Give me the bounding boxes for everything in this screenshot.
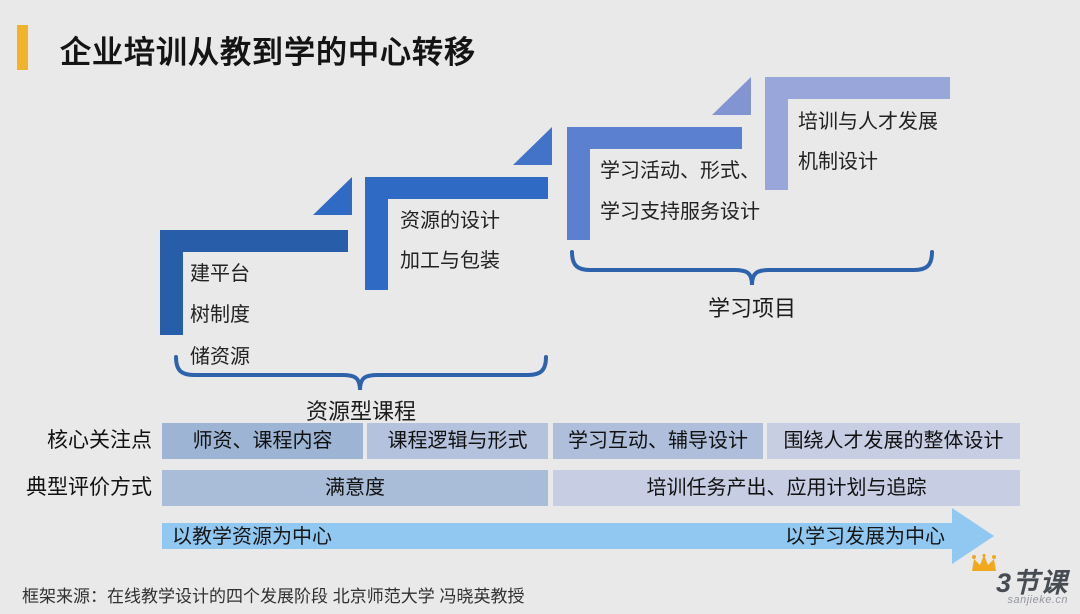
bottom-arrow-body — [162, 523, 952, 549]
step4-horizontal-bar — [765, 77, 950, 99]
source-note: 框架来源：在线教学设计的四个发展阶段 北京师范大学 冯晓英教授 — [22, 587, 525, 606]
row2-cell-2: 培训任务产出、应用计划与追踪 — [553, 470, 1020, 506]
step1-line2: 树制度 — [190, 304, 250, 326]
row2-label: 典型评价方式 — [26, 476, 152, 499]
step3-line2: 学习支持服务设计 — [600, 201, 760, 223]
step1-horizontal-bar — [160, 230, 348, 252]
arrow-left-label: 以教学资源为中心 — [172, 526, 332, 548]
step2-horizontal-bar — [365, 177, 548, 199]
bottom-arrow-head — [952, 508, 994, 564]
step3-line1: 学习活动、形式、 — [600, 160, 760, 182]
step3-horizontal-bar — [567, 127, 742, 149]
logo-name: 3节课 — [995, 568, 1068, 598]
page-title: 企业培训从教到学的中心转移 — [60, 35, 476, 70]
step2-arrow-icon — [313, 177, 352, 215]
arrow-right-label: 以学习发展为中心 — [785, 526, 945, 548]
step2-line1: 资源的设计 — [400, 210, 500, 232]
step2-line2: 加工与包装 — [400, 250, 500, 272]
step4-arrow-icon — [712, 77, 751, 115]
logo-domain: sanjieke.cn — [1007, 594, 1068, 606]
right-brace — [570, 250, 934, 286]
step3-vertical-bar — [567, 127, 590, 240]
crown-icon — [972, 554, 996, 571]
step4-vertical-bar — [765, 77, 788, 190]
step4-line1: 培训与人才发展 — [798, 111, 938, 133]
step2-vertical-bar — [365, 177, 388, 290]
right-brace-label: 学习项目 — [707, 296, 796, 321]
row1-cell-3: 学习互动、辅导设计 — [553, 423, 763, 459]
brand-logo: 3节课 sanjieke.cn — [958, 554, 1068, 606]
step4-line2: 机制设计 — [798, 151, 878, 173]
row1-label: 核心关注点 — [47, 429, 152, 452]
row1-cell-2: 课程逻辑与形式 — [367, 423, 548, 459]
step3-arrow-icon — [513, 127, 552, 165]
step1-line1: 建平台 — [190, 263, 250, 285]
step1-vertical-bar — [160, 230, 183, 335]
left-brace-label: 资源型课程 — [305, 399, 416, 424]
row1-cell-4: 围绕人才发展的整体设计 — [767, 423, 1020, 459]
title-accent-bar — [17, 25, 28, 70]
row2-cell-1: 满意度 — [162, 470, 548, 506]
row1-cell-1: 师资、课程内容 — [162, 423, 363, 459]
step1-line3: 储资源 — [190, 346, 250, 368]
